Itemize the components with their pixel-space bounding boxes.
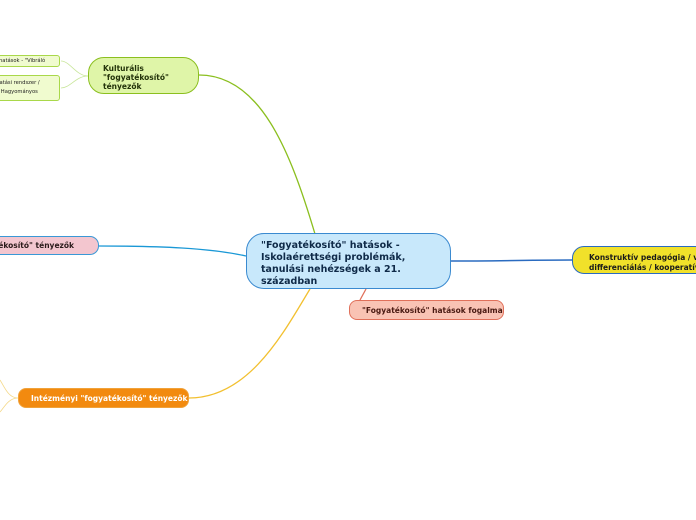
cultural-leaf-2-label: ai oktatási rendszer / kulá / Hagyományo… (0, 80, 40, 95)
link-institutional (188, 288, 311, 399)
disabling-factors-label: "fogyatékosító" tényezők (0, 241, 75, 250)
link-cultural-leaf-2 (60, 75, 89, 89)
constructive-pedagogy-node[interactable]: Konstruktív pedagógia / va differenciálá… (572, 246, 696, 274)
link-constructive (450, 259, 573, 262)
disabling-factors-node[interactable]: "fogyatékosító" tényezők (0, 236, 99, 255)
constructive-pedagogy-label: Konstruktív pedagógia / va differenciálá… (589, 253, 696, 272)
cultural-leaf-vibrating-world[interactable]: hatások - "Vibráló világ" (0, 55, 60, 67)
link-concept (359, 288, 367, 301)
cultural-factors-node[interactable]: Kulturális "fogyatékosító" tényezők (88, 57, 199, 94)
central-topic-label: "Fogyatékosító" hatások - Iskolaérettség… (261, 240, 406, 287)
link-left (98, 245, 247, 257)
link-cultural (198, 74, 316, 235)
cultural-leaf-education-system[interactable]: ai oktatási rendszer / kulá / Hagyományo… (0, 75, 60, 101)
institutional-factors-node[interactable]: Intézményi "fogyatékosító" tényezők (18, 388, 189, 408)
institutional-factors-label: Intézményi "fogyatékosító" tényezők (31, 394, 188, 403)
link-cultural-leaf-1 (60, 60, 89, 77)
concept-node[interactable]: "Fogyatékosító" hatások fogalma (349, 300, 504, 320)
central-topic-node[interactable]: "Fogyatékosító" hatások - Iskolaérettség… (246, 233, 451, 289)
concept-label: "Fogyatékosító" hatások fogalma (362, 306, 503, 315)
cultural-leaf-1-label: hatások - "Vibráló világ" (0, 58, 46, 64)
cultural-factors-label: Kulturális "fogyatékosító" tényezők (103, 64, 169, 91)
link-institutional-stub (0, 379, 19, 413)
